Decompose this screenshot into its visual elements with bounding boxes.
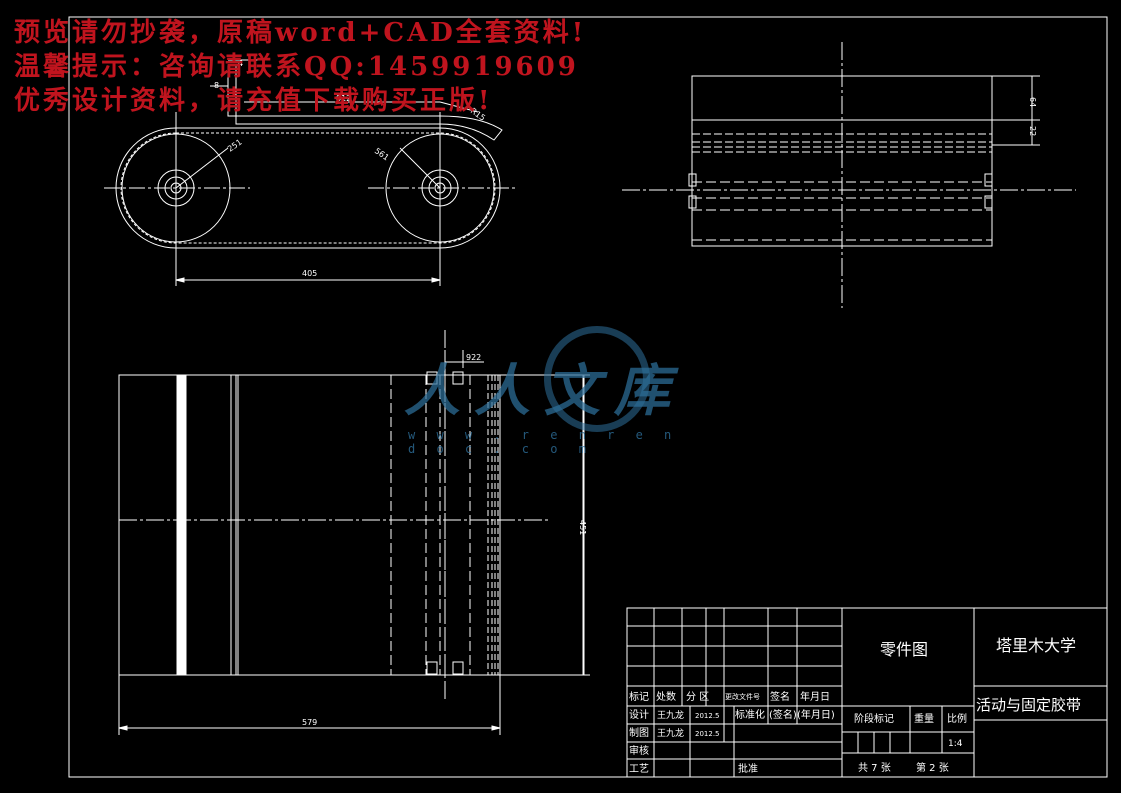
dim-22: 22 (1028, 126, 1037, 136)
belt-top-view (118, 330, 590, 735)
row-design: 设计 (629, 708, 649, 721)
row-drawing: 制图 (629, 726, 649, 739)
rev-mark: 标记 (629, 691, 649, 703)
logo-ring (544, 326, 650, 432)
dim-405: 405 (302, 269, 317, 278)
dim-561: 561 (373, 146, 391, 162)
belt-front-view (622, 42, 1076, 308)
row-process: 工艺 (629, 763, 649, 775)
dim-922: 922 (466, 353, 481, 362)
sheet-no: 第 2 张 (916, 761, 949, 774)
dim-812: 812 (336, 94, 351, 103)
drawing-name: 零件图 (880, 640, 928, 659)
rev-doc: 更改文件号 (725, 692, 760, 701)
rev-zone: 分 区 (686, 691, 709, 703)
dim-451: 451 (578, 520, 587, 535)
watermark-line-3: 优秀设计资料，请充值下载购买正版! (14, 86, 493, 116)
logo-url: w w w . r e n r e n d o c . c o m (408, 428, 679, 456)
row-standard-sign: (签名) (769, 708, 797, 721)
title-block-grid (626, 607, 1108, 778)
dim-579: 579 (302, 718, 317, 727)
sheet-total: 共 7 张 (858, 762, 891, 774)
logo-brand: 人人文库 (404, 358, 684, 424)
scale-value: 1:4 (948, 739, 963, 749)
rev-count: 处数 (656, 690, 676, 703)
dim-4: 4 (238, 59, 243, 68)
rev-date: 年月日 (800, 690, 830, 703)
renrendoc-logo: 人人文库 w w w . r e n r e n d o c . c o m (404, 318, 704, 456)
row-design-date: 2012.5 (695, 712, 720, 720)
project-name: 活动与固定胶带 (976, 696, 1081, 714)
school-name: 塔里木大学 (996, 636, 1076, 655)
row-standard-date: (年月日) (797, 708, 835, 721)
dim-8: 8 (214, 81, 219, 90)
stage-mark-label: 阶段标记 (854, 712, 894, 725)
row-drawing-name: 王九龙 (657, 727, 684, 739)
weight-label: 重量 (914, 712, 934, 725)
scale-label: 比例 (947, 712, 967, 725)
row-approve: 批准 (738, 762, 758, 775)
row-drawing-date: 2012.5 (695, 730, 720, 738)
drawing-frame (68, 16, 1108, 778)
dim-64: 64 (1028, 97, 1037, 107)
row-standard: 标准化 (735, 708, 765, 721)
belt-side-view (104, 59, 515, 286)
dim-251: 251 (226, 138, 244, 154)
row-review: 审核 (629, 744, 649, 757)
watermark-line-2: 温馨提示：咨询请联系QQ:1459919609 (14, 52, 579, 82)
row-design-name: 王九龙 (657, 709, 684, 721)
rev-sign: 签名 (770, 690, 790, 703)
watermark-line-1: 预览请勿抄袭，原稿word+CAD全套资料! (14, 18, 587, 48)
